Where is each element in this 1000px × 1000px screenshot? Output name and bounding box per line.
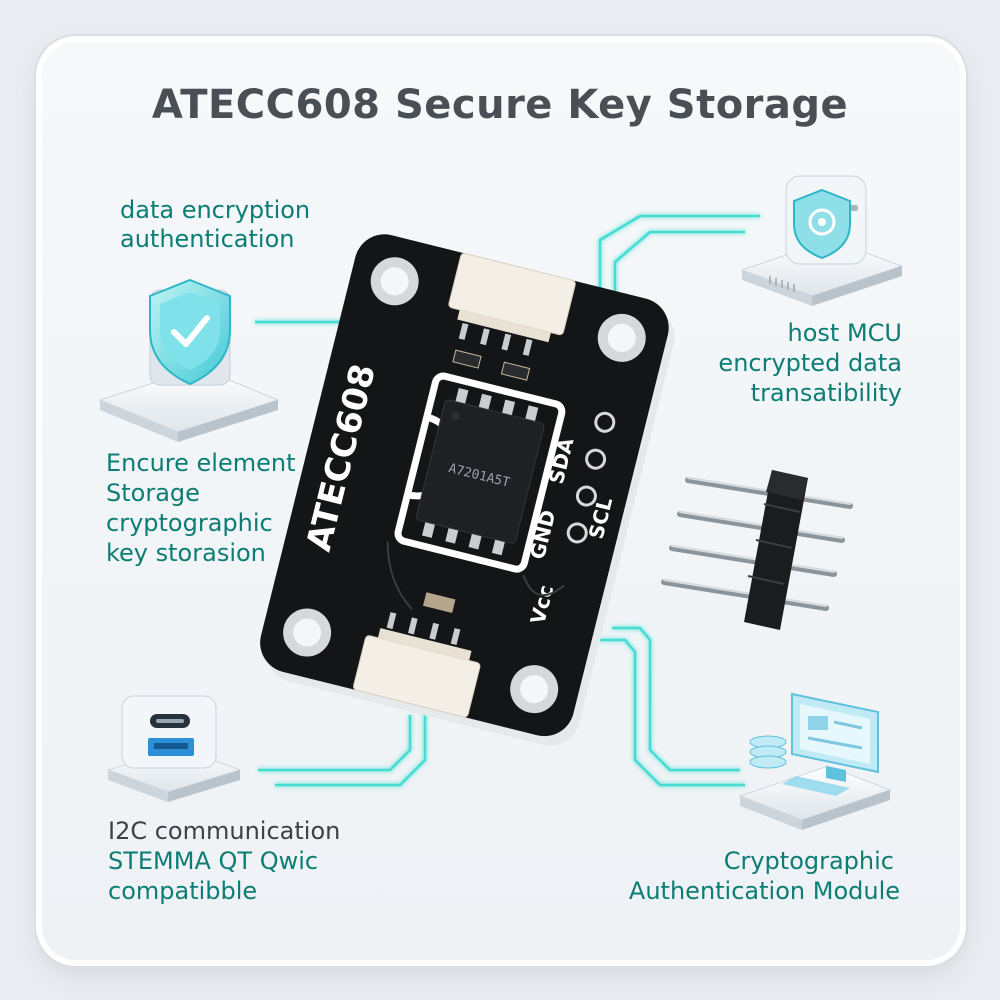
label-top-left: data encryption authentication (120, 196, 310, 254)
usb-port-icon (106, 695, 242, 802)
shield-check-icon (98, 278, 280, 442)
label-line: compatibble (108, 877, 258, 905)
computer-monitor-icon (738, 692, 892, 830)
stemma-connector-top (448, 252, 576, 356)
connector-top-right-2 (613, 230, 745, 305)
label-line: cryptographic (106, 509, 273, 537)
label-line: key storasion (106, 539, 266, 567)
connector-lines (255, 214, 760, 787)
label-line: Authentication Module (628, 877, 900, 905)
label-mid-left: Encure element Storage cryptographic key… (106, 448, 295, 568)
label-line: data encryption (120, 196, 311, 224)
label-line: host MCU (787, 319, 902, 347)
mounting-holes (283, 257, 646, 714)
atecc608-board: A7201A5T ATECC608 SDA SCL GND Vcc (260, 234, 675, 746)
connector-bottom-left-2 (275, 712, 427, 787)
header-pins-icon (661, 470, 853, 630)
label-top-right: host MCU encrypted data transatibility (640, 318, 902, 408)
label-line: Storage (106, 479, 200, 507)
label-line: authentication (120, 225, 295, 253)
stemma-connector-bottom (353, 612, 481, 718)
label-bottom-left: I2C communication STEMMA QT Qwic compati… (108, 816, 340, 906)
label-line: Encure element (106, 449, 296, 477)
label-line: STEMMA QT Qwic (108, 847, 319, 875)
diagram-title: ATECC608 Secure Key Storage (151, 82, 849, 128)
connector-bottom-right (612, 626, 740, 772)
label-line: transatibility (750, 379, 902, 407)
pin-pads (566, 411, 616, 544)
connector-bottom-left (258, 715, 412, 772)
label-line: I2C communication (108, 817, 341, 845)
label-line: Cryptographic (723, 847, 894, 875)
atecc608-chip: A7201A5T (416, 387, 545, 556)
shield-target-icon (740, 175, 904, 306)
label-bottom-right: Cryptographic Authentication Module (560, 846, 900, 906)
connector-bottom-right-2 (600, 638, 745, 787)
label-line: encrypted data (718, 349, 902, 377)
